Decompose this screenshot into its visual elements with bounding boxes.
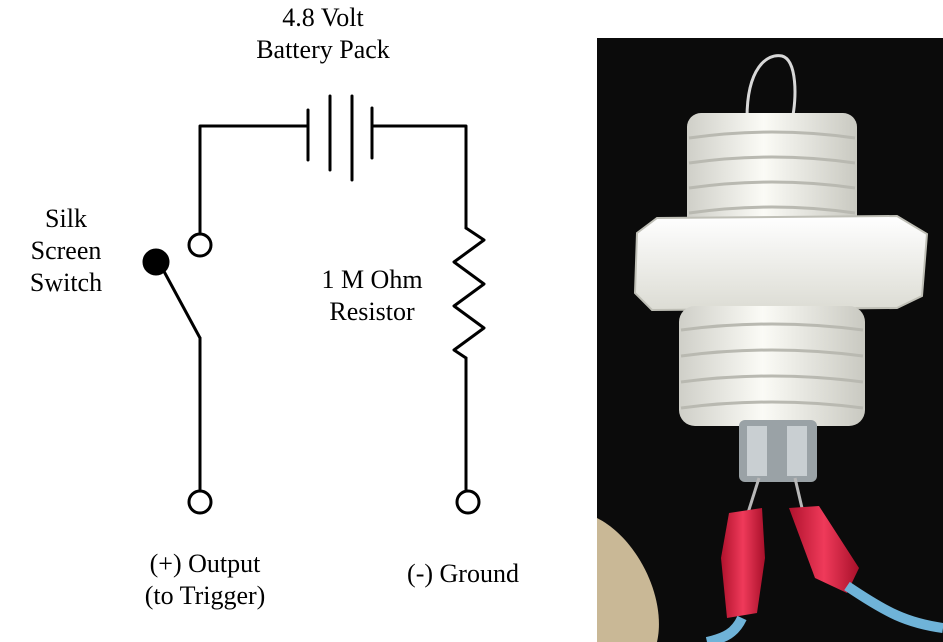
switch-photo — [597, 38, 943, 642]
switch-label-line1: Silk — [45, 204, 87, 233]
battery-label-line2: Battery Pack — [256, 35, 390, 64]
switch-lever — [158, 262, 202, 340]
switch-contact-terminal — [187, 232, 213, 258]
wire-left-top — [198, 124, 309, 240]
ground-label: (-) Ground — [378, 558, 548, 590]
switch-label-line3: Switch — [29, 268, 103, 297]
ground-terminal — [455, 489, 481, 515]
red-terminal-left — [721, 508, 765, 618]
blue-wire-left — [705, 615, 747, 642]
battery-label: 4.8 Volt Battery Pack — [228, 2, 418, 66]
output-terminal — [187, 489, 213, 515]
circuit-schematic — [142, 94, 486, 515]
ground-label-line1: (-) Ground — [407, 559, 519, 588]
resistor-label-line2: Resistor — [329, 297, 415, 326]
lower-thread-ridges — [680, 322, 864, 410]
battery-label-line1: 4.8 Volt — [282, 3, 364, 32]
lower-thread — [679, 306, 865, 426]
resistor-label-line1: 1 M Ohm — [321, 265, 423, 294]
output-label: (+) Output (to Trigger) — [121, 548, 289, 612]
hex-nut — [633, 214, 929, 312]
upper-thread-ridges — [688, 130, 856, 215]
glove-shape — [597, 518, 659, 642]
switch-pivot-terminal — [142, 248, 170, 276]
switch-label: Silk Screen Switch — [0, 203, 132, 299]
output-label-line2: (to Trigger) — [144, 581, 266, 610]
switch-label-line2: Screen — [30, 236, 102, 265]
red-terminal-right — [789, 506, 859, 593]
resistor-zigzag — [452, 226, 486, 360]
wire-loop — [745, 54, 797, 121]
upper-thread — [687, 113, 857, 233]
blue-wire-right — [844, 581, 943, 633]
output-label-line1: (+) Output — [149, 549, 261, 578]
wire-right-top — [371, 124, 468, 230]
resistor-label: 1 M Ohm Resistor — [292, 264, 452, 328]
